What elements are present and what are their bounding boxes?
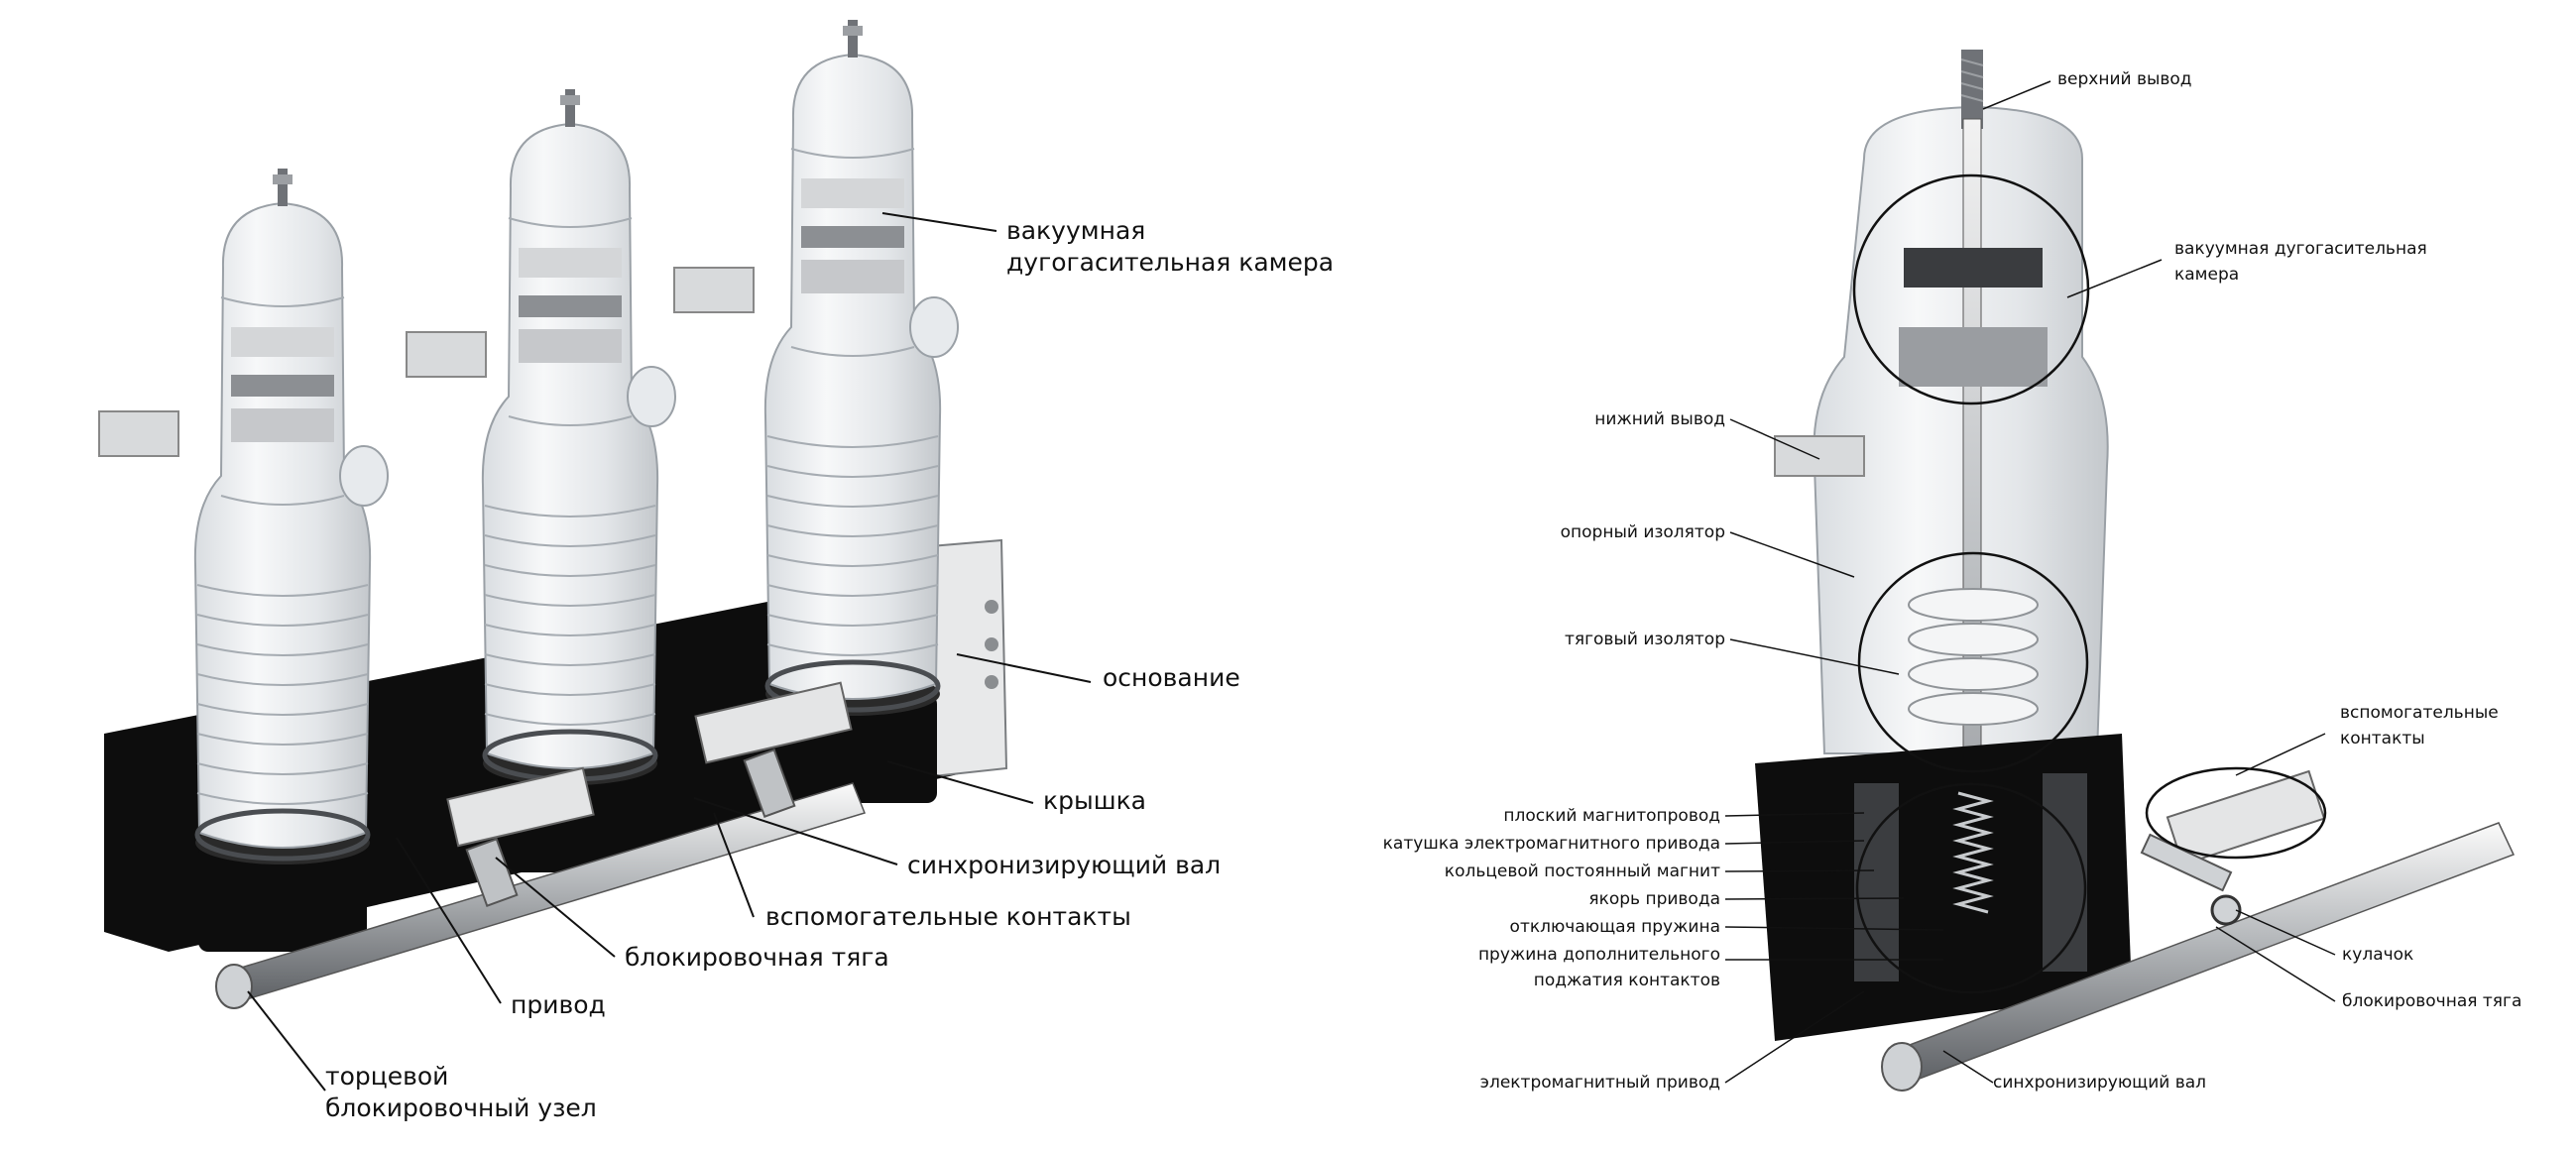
- label-drive-armature: якорь привода: [1588, 889, 1720, 909]
- label-ring-magnet: кольцевой постоянный магнит: [1444, 862, 1720, 881]
- label-vacuum-chamber-right: вакуумная дугогасительная камера: [2174, 239, 2427, 285]
- left-breaker-assembly: [98, 20, 1008, 1009]
- label-em-drive: электромагнитный привод: [1479, 1073, 1720, 1093]
- right-breaker-cutaway: [1755, 50, 2516, 1092]
- label-aux-contacts-right: вспомогательные контакты: [2340, 703, 2499, 749]
- label-lock-rod-right: блокировочная тяга: [2342, 991, 2522, 1011]
- label-em-drive-coil: катушка электромагнитного привода: [1382, 834, 1720, 854]
- label-sync-shaft-right: синхронизирующий вал: [1993, 1073, 2206, 1093]
- label-bottom-terminal: нижний вывод: [1594, 409, 1725, 429]
- label-top-terminal: верхний вывод: [2057, 69, 2192, 89]
- label-sync-shaft-left: синхронизирующий вал: [907, 851, 1222, 879]
- label-trip-spring: отключающая пружина: [1509, 917, 1720, 937]
- label-lock-rod-left: блокировочная тяга: [625, 943, 889, 972]
- label-flat-magnetic-core: плоский магнитопровод: [1503, 806, 1720, 826]
- left-leader-lines: [247, 212, 1092, 1092]
- label-cam: кулачок: [2342, 945, 2414, 965]
- label-cover: крышка: [1043, 786, 1147, 815]
- label-base: основание: [1103, 663, 1240, 692]
- label-drive: привод: [511, 990, 606, 1019]
- label-end-lock-unit: торцевой блокировочный узел: [325, 1062, 597, 1122]
- label-support-insulator: опорный изолятор: [1560, 522, 1725, 542]
- label-extra-pressure-spring: пружина дополнительного поджатия контакт…: [1477, 945, 1720, 990]
- label-vacuum-chamber-left: вакуумная дугогасительная камера: [1006, 216, 1335, 277]
- right-leader-lines: [1724, 80, 2336, 1084]
- label-aux-contacts-left: вспомогательные контакты: [765, 902, 1131, 931]
- label-traction-insulator: тяговый изолятор: [1564, 630, 1725, 649]
